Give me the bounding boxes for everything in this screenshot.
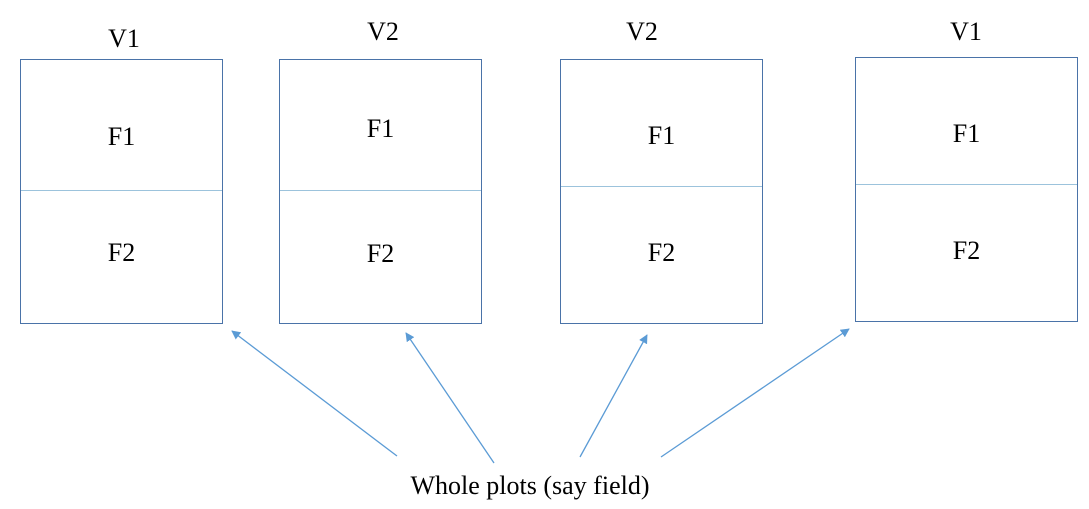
arrow-to-plot-4 [660,328,850,458]
arrow-to-plot-2 [405,332,495,464]
plot-2-divider [280,190,481,191]
plot-2-treatment-label: V2 [367,17,399,46]
arrow-to-plot-1 [231,330,398,457]
whole-plot-2: F1 F2 [279,59,482,324]
plot-3-divider [561,186,762,187]
plot-4-treatment-label: V1 [950,17,982,46]
plot-4-subplot-1-label: F1 [952,119,981,148]
plot-1-subplot-1-label: F1 [107,122,136,151]
plot-3-treatment-label: V2 [626,17,658,46]
plot-1-subplot-2-label: F2 [107,238,136,267]
plot-2-subplot-1-label: F1 [366,114,395,143]
plot-2-subplot-2-label: F2 [366,239,395,268]
plot-3-subplot-1-label: F1 [647,121,676,150]
plot-1-treatment-label: V1 [108,24,140,53]
plot-4-subplot-2-label: F2 [952,236,981,265]
plot-3-subplot-2-label: F2 [647,238,676,267]
plot-4-divider [856,184,1077,185]
arrow-to-plot-3 [579,334,648,458]
whole-plot-4: F1 F2 [855,57,1078,322]
whole-plot-3: F1 F2 [560,59,763,324]
whole-plots-caption: Whole plots (say field) [410,471,650,500]
plot-1-divider [21,190,222,191]
whole-plot-1: F1 F2 [20,59,223,324]
